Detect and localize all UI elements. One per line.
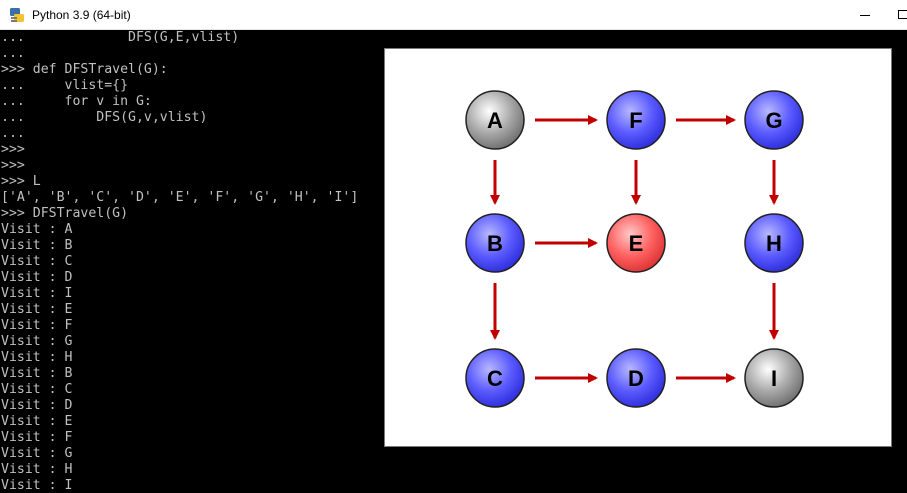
node-circle <box>744 90 804 150</box>
console-text: ... DFS(G,E,vlist)...>>> def DFSTravel(G… <box>1 30 358 493</box>
console-line: >>> L <box>1 174 41 189</box>
console-line: Visit : I <box>1 286 73 301</box>
console-line: Visit : G <box>1 446 73 461</box>
node-e: E <box>606 213 666 273</box>
node-label: F <box>629 108 642 133</box>
node-label: B <box>487 231 503 256</box>
node-d: D <box>606 348 666 408</box>
console-line: >>> DFSTravel(G) <box>1 206 129 221</box>
minimize-button[interactable] <box>848 0 882 30</box>
node-label: G <box>765 108 782 133</box>
node-a: A <box>465 90 525 150</box>
console-line: Visit : F <box>1 318 73 333</box>
node-i: I <box>744 348 804 408</box>
python-icon <box>10 8 24 22</box>
console-line: ... DFS(G,E,vlist) <box>1 30 240 45</box>
console-line: Visit : E <box>1 302 73 317</box>
node-label: I <box>771 366 777 391</box>
console-line: Visit : F <box>1 430 73 445</box>
console-line: Visit : C <box>1 254 73 269</box>
node-circle <box>606 90 666 150</box>
window-title: Python 3.9 (64-bit) <box>32 8 131 22</box>
node-label: C <box>487 366 503 391</box>
console-line: ... <box>1 126 25 141</box>
minimize-icon <box>860 15 870 16</box>
maximize-button[interactable] <box>890 0 907 30</box>
node-g: G <box>744 90 804 150</box>
node-label: H <box>766 231 782 256</box>
console-line: >>> <box>1 142 25 157</box>
node-label: E <box>629 231 644 256</box>
console-line: Visit : A <box>1 222 73 237</box>
node-label: A <box>487 108 503 133</box>
title-bar[interactable]: Python 3.9 (64-bit) <box>0 0 907 30</box>
console-line: Visit : E <box>1 414 73 429</box>
node-circle <box>744 348 804 408</box>
node-h: H <box>744 213 804 273</box>
node-circle <box>606 348 666 408</box>
node-circle <box>465 213 525 273</box>
node-circle <box>465 348 525 408</box>
node-b: B <box>465 213 525 273</box>
console-line: >>> def DFSTravel(G): <box>1 62 168 77</box>
node-label: D <box>628 366 644 391</box>
graph-diagram: A F G B E H C D I <box>465 90 804 408</box>
node-c: C <box>465 348 525 408</box>
console-line: Visit : D <box>1 270 73 285</box>
console-line: Visit : B <box>1 238 73 253</box>
console-line: ... vlist={} <box>1 78 129 93</box>
node-circle <box>465 90 525 150</box>
console-line: ['A', 'B', 'C', 'D', 'E', 'F', 'G', 'H',… <box>1 190 359 205</box>
console-line: >>> <box>1 158 25 173</box>
console-line: Visit : H <box>1 462 73 477</box>
maximize-icon <box>898 10 907 19</box>
console-line: ... for v in G: <box>1 94 152 109</box>
node-circle <box>744 213 804 273</box>
graph-diagram-window: A F G B E H C D I <box>384 48 892 447</box>
console-line: Visit : G <box>1 334 73 349</box>
console-line: Visit : D <box>1 398 73 413</box>
console-line: ... <box>1 46 25 61</box>
node-f: F <box>606 90 666 150</box>
node-circle <box>606 213 666 273</box>
console-line: Visit : C <box>1 382 73 397</box>
console-line: ... DFS(G,v,vlist) <box>1 110 208 125</box>
console-line: Visit : I <box>1 478 73 493</box>
console-line: Visit : B <box>1 366 73 381</box>
console-line: Visit : H <box>1 350 73 365</box>
